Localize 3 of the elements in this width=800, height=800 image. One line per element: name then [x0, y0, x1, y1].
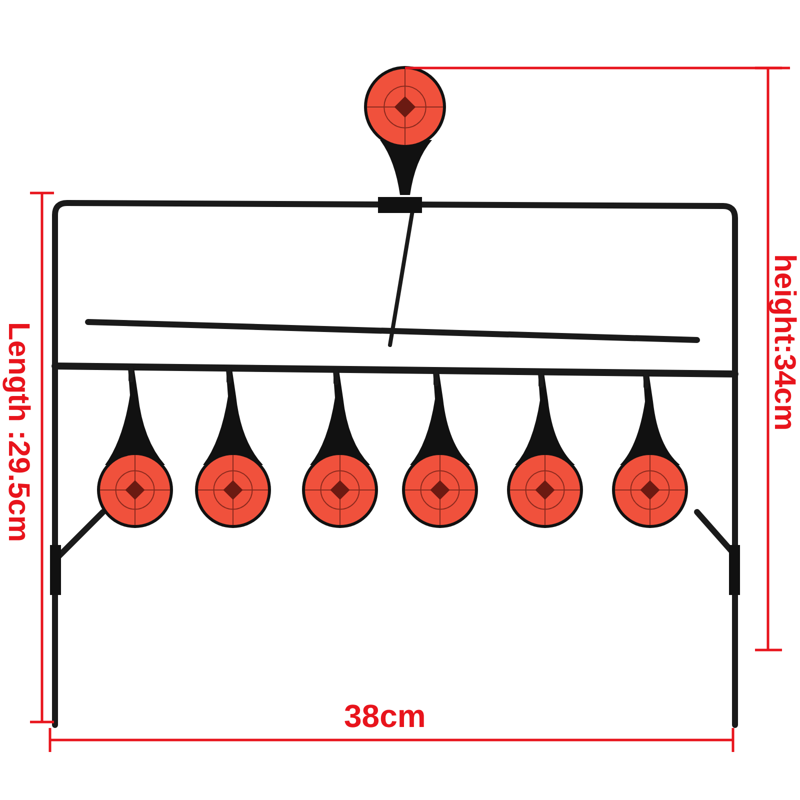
- dimension-label: 38cm: [344, 700, 426, 732]
- dimension-label: Length :29.5cm: [3, 322, 33, 542]
- dimension-label: height:34cm: [769, 254, 799, 430]
